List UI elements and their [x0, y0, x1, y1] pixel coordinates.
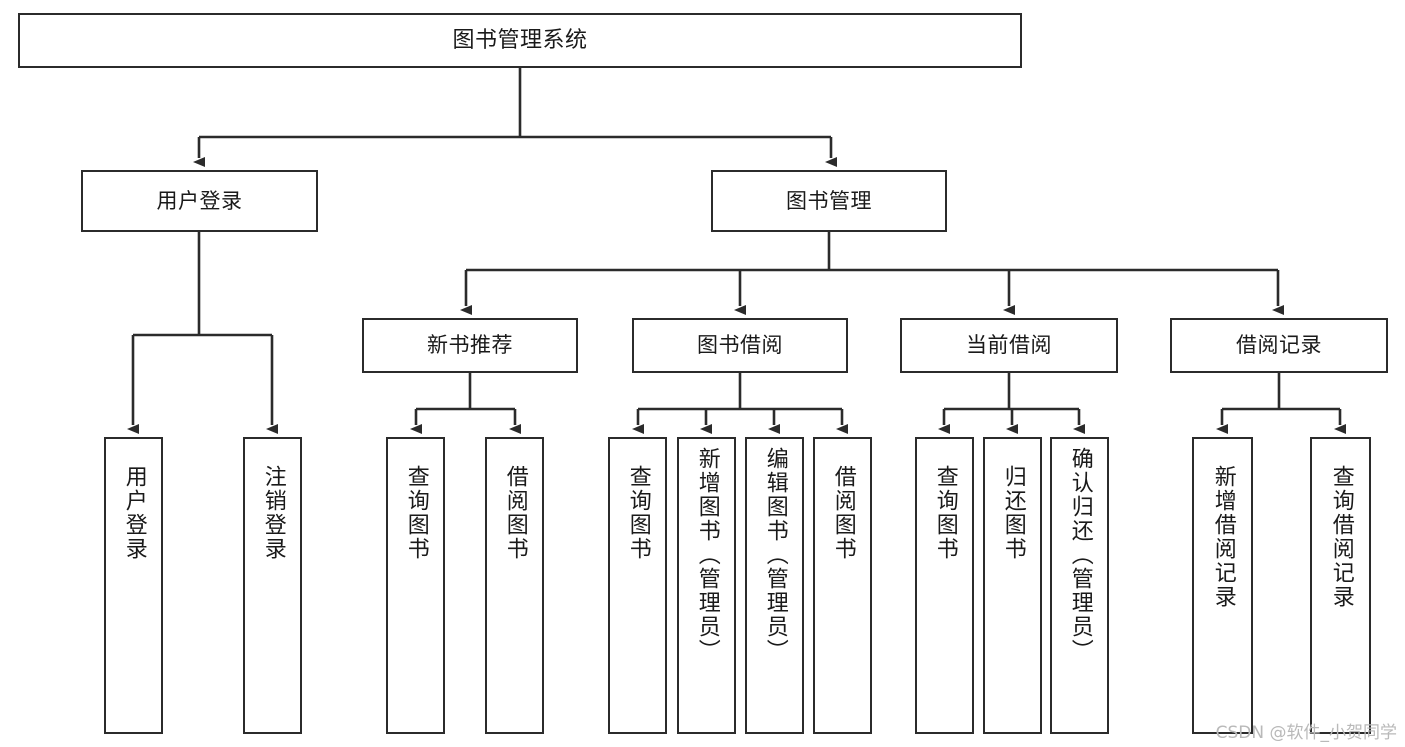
node-book-manage-label: 图书管理 [786, 188, 872, 213]
csdn-watermark: CSDN @软件_小贺同学 [1215, 723, 1397, 743]
node-new-book-recommend-label: 新书推荐 [427, 333, 513, 358]
node-leaf-user-login[interactable]: 用户登录 [104, 437, 163, 734]
node-book-borrow[interactable]: 图书借阅 [632, 318, 848, 373]
node-leaf-query-book-2[interactable]: 查询图书 [608, 437, 667, 734]
node-leaf-query-book-2-label: 查询图书 [625, 465, 651, 561]
node-leaf-edit-book-label: 编辑图书（管理员） [762, 447, 788, 663]
node-leaf-borrow-book-2[interactable]: 借阅图书 [813, 437, 872, 734]
node-leaf-borrow-book-1-label: 借阅图书 [502, 465, 528, 561]
node-leaf-return-book[interactable]: 归还图书 [983, 437, 1042, 734]
node-leaf-add-borrow-record[interactable]: 新增借阅记录 [1192, 437, 1253, 734]
node-leaf-confirm-return[interactable]: 确认归还（管理员） [1050, 437, 1109, 734]
node-current-borrow[interactable]: 当前借阅 [900, 318, 1118, 373]
node-borrow-record-label: 借阅记录 [1236, 333, 1322, 358]
node-user-login-label: 用户登录 [156, 188, 243, 213]
node-borrow-record[interactable]: 借阅记录 [1170, 318, 1388, 373]
node-leaf-user-login-label: 用户登录 [121, 465, 147, 561]
node-leaf-logout-login-label: 注销登录 [260, 465, 286, 561]
node-leaf-add-book[interactable]: 新增图书（管理员） [677, 437, 736, 734]
node-leaf-query-book-1-label: 查询图书 [403, 465, 429, 561]
node-book-borrow-label: 图书借阅 [697, 333, 783, 358]
node-root-label: 图书管理系统 [452, 27, 588, 53]
node-leaf-query-book-3-label: 查询图书 [932, 465, 958, 561]
node-book-manage[interactable]: 图书管理 [711, 170, 947, 232]
node-new-book-recommend[interactable]: 新书推荐 [362, 318, 578, 373]
node-leaf-return-book-label: 归还图书 [1000, 465, 1026, 561]
node-leaf-edit-book[interactable]: 编辑图书（管理员） [745, 437, 804, 734]
node-leaf-query-borrow-record-label: 查询借阅记录 [1328, 465, 1354, 609]
node-user-login[interactable]: 用户登录 [81, 170, 318, 232]
node-leaf-query-book-1[interactable]: 查询图书 [386, 437, 445, 734]
node-root[interactable]: 图书管理系统 [18, 13, 1022, 68]
node-leaf-add-book-label: 新增图书（管理员） [694, 447, 720, 663]
node-leaf-query-book-3[interactable]: 查询图书 [915, 437, 974, 734]
node-leaf-borrow-book-2-label: 借阅图书 [830, 465, 856, 561]
node-leaf-borrow-book-1[interactable]: 借阅图书 [485, 437, 544, 734]
node-leaf-query-borrow-record[interactable]: 查询借阅记录 [1310, 437, 1371, 734]
node-leaf-add-borrow-record-label: 新增借阅记录 [1210, 465, 1236, 609]
node-leaf-logout-login[interactable]: 注销登录 [243, 437, 302, 734]
node-leaf-confirm-return-label: 确认归还（管理员） [1067, 447, 1093, 663]
node-current-borrow-label: 当前借阅 [966, 333, 1052, 358]
